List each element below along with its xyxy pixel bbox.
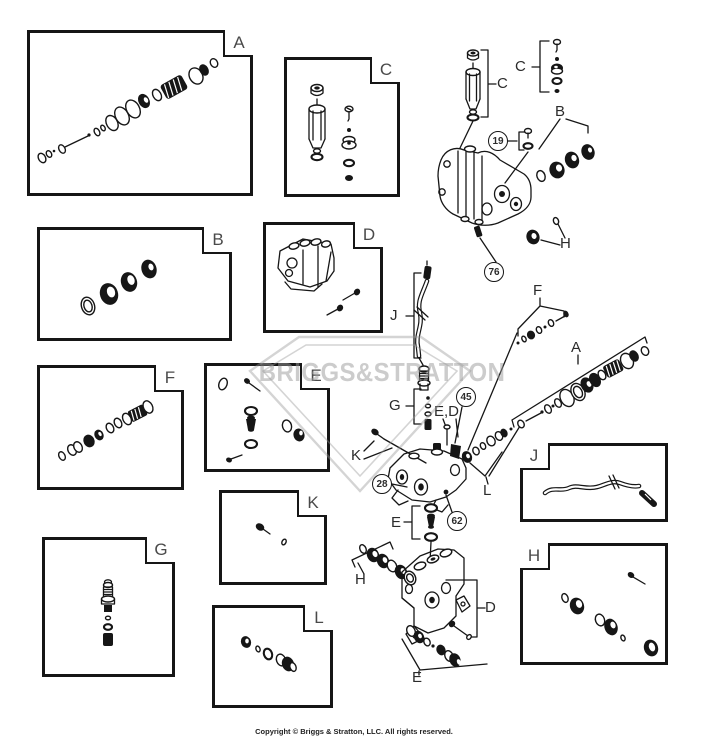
pump-assembly-bottom [351,541,488,676]
label-kit-l: L [483,482,492,499]
detail-box-j: J [520,443,668,522]
detail-box-a-letter: A [233,32,245,52]
detail-box-d-corner: D [353,222,383,249]
label-kit-e-bottom: E [412,669,423,686]
detail-box-k-corner: K [297,490,327,517]
detail-box-c: C [284,57,400,197]
detail-box-g-corner: G [145,537,175,564]
detail-box-b-corner: B [202,227,232,254]
spring-icon [603,359,624,378]
detail-box-e-corner: E [300,363,330,390]
detail-box-d: D [263,222,383,333]
copyright-text: Copyright © Briggs & Stratton, LLC. All … [255,727,453,736]
detail-box-a-corner: A [223,30,253,57]
label-hose-j: J [390,307,398,324]
label-kit-c: C [515,58,526,75]
callout-62[interactable]: 62 [447,511,467,531]
detail-box-g-letter: G [154,539,168,559]
detail-box-j-letter: J [529,445,539,465]
callout-19[interactable]: 19 [488,131,508,151]
label-plunger-c: C [497,75,508,92]
label-kit-h-bottom: H [355,571,366,588]
detail-box-k-letter: K [307,492,319,512]
label-kit-g: G [389,397,401,414]
label-kit-ed: E,D [434,403,460,420]
detail-box-k: K [219,490,327,585]
label-kit-f: F [533,282,543,299]
detail-box-l-corner: L [303,605,333,632]
detail-box-l-letter: L [314,607,324,627]
detail-box-h-corner: H [520,543,550,570]
detail-box-e-letter: E [310,365,322,385]
detail-box-b-letter: B [212,229,224,249]
detail-box-b: B [37,227,232,341]
detail-box-h-letter: H [527,545,541,565]
detail-box-f-letter: F [164,367,176,387]
detail-box-h: H [520,543,668,665]
detail-box-f: F [37,365,184,490]
detail-box-l: L [212,605,333,708]
detail-box-e: E [204,363,330,472]
detail-box-j-corner: J [520,443,550,470]
detail-box-a: A [27,30,253,196]
detail-box-d-letter: D [362,224,376,244]
detail-box-g: G [42,537,175,677]
label-kit-a: A [571,339,582,356]
label-kit-k: K [351,447,362,464]
callout-76[interactable]: 76 [484,262,504,282]
callout-28[interactable]: 28 [372,474,392,494]
detail-box-c-corner: C [370,57,400,84]
callout-45[interactable]: 45 [456,387,476,407]
detail-box-f-corner: F [154,365,184,392]
label-manifold-d: D [485,599,496,616]
label-kit-e-mid: E [391,514,402,531]
label-kit-b: B [555,103,566,120]
detail-box-c-letter: C [379,59,393,79]
label-kit-h-top: H [560,235,571,252]
